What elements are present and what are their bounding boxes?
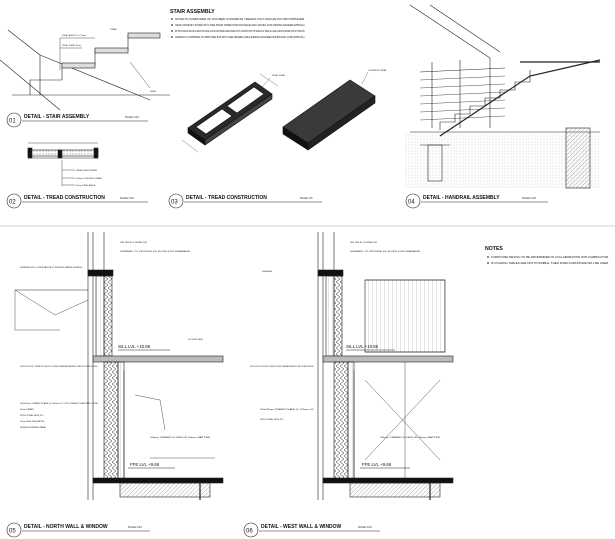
steel-frame-iso bbox=[187, 81, 273, 146]
label-steel-angle: STEEL ANGLE 75 x 75mm bbox=[62, 34, 86, 37]
detail-number: 03 bbox=[171, 200, 178, 206]
detail-scale: SCALE: 1/20 bbox=[522, 197, 536, 200]
stair-assembly-heading: STAIR ASSEMBLY bbox=[170, 9, 215, 15]
label-upe-tied: UPE TIED BY CONTRACTOR bbox=[120, 241, 148, 244]
ffe-level: FFE LVL +9.65 bbox=[130, 462, 160, 467]
detail-03-tread-iso: STEEL PLATE CONCRETE TREAD 03 DETAIL - T… bbox=[168, 69, 387, 209]
label-upe-tied: UPE TIED BY CONTRACTOR bbox=[350, 241, 378, 244]
wall-section-06 bbox=[317, 232, 454, 500]
detail-number: 04 bbox=[408, 200, 415, 206]
label-rigid-insulation: 50mm RIGID INSULATION bbox=[20, 420, 45, 423]
label-timber-plank: 100x25mm TIMBER PLANK @ 150mm OC STILL W… bbox=[20, 402, 99, 405]
label-timber-plank: 100x25mm TIMBER PLANK @ 150mm OC bbox=[260, 408, 315, 411]
label-tread: TREAD bbox=[110, 28, 117, 31]
detail-title: DETAIL - TREAD CONSTRUCTION bbox=[186, 195, 267, 201]
concrete-footing bbox=[565, 127, 591, 189]
label-steel-plate: STEEL PLATE bbox=[272, 74, 286, 77]
label-folding-desk: FOLDING DESK bbox=[188, 339, 204, 341]
sill-level: SILL LVL +10.85 bbox=[118, 344, 151, 349]
stair-assembly-notes: STAIR ASSEMBLY STAIR IS COMPOSED OF POUR… bbox=[170, 9, 305, 39]
detail-05-title-block: 05 DETAIL - NORTH WALL & WINDOW SCALE: 1… bbox=[6, 522, 150, 538]
detail-04-title-block: 04 DETAIL - HANDRAIL ASSEMBLY SCALE: 1/2… bbox=[405, 193, 548, 209]
detail-number: 05 bbox=[9, 529, 16, 535]
label-skimmed: SKIMMED TO PROVIDE 3% SLOPE FOR DRAINAGE bbox=[350, 250, 421, 253]
detail-scale: SCALE: 1/10 bbox=[358, 526, 372, 529]
label-interior-panel: INTERIOR FINISHED PANEL bbox=[20, 426, 47, 429]
label-upe-section: UPE SECTION TBC BY CONTRACTOR. HEIGHT WI… bbox=[250, 365, 314, 368]
detail-title: DETAIL - NORTH WALL & WINDOW bbox=[24, 524, 108, 530]
label-steel-angle: 50mm STEEL ANGLE bbox=[76, 184, 96, 187]
detail-title: DETAIL - STAIR ASSEMBLY bbox=[24, 114, 90, 120]
stair-drawing bbox=[0, 29, 170, 111]
bullet-1: STAIR IS COMPOSED OF POURED CONCRETE TRE… bbox=[175, 17, 305, 21]
notes-heading: NOTES bbox=[485, 246, 503, 252]
label-upe-section: UPE SECTION TBC BY CONTRACTOR. HEIGHT WI… bbox=[20, 365, 98, 368]
label-structural-ply: STRUCTURAL DEDK PLY bbox=[20, 414, 44, 417]
wall-section-05 bbox=[14, 232, 224, 500]
detail-title: DETAIL - HANDRAIL ASSEMBLY bbox=[423, 195, 500, 201]
detail-scale: SCALE: 1/10 bbox=[128, 526, 142, 529]
dimension-lines bbox=[181, 73, 279, 153]
detail-02-tread-construction: VISIBLE SHUTTERING 150mm CONCRETE TREAD … bbox=[6, 142, 148, 209]
detail-06-title-block: 06 DETAIL - WEST WALL & WINDOW SCALE: 1/… bbox=[243, 522, 380, 538]
detail-title: DETAIL - TREAD CONSTRUCTION bbox=[24, 195, 105, 201]
note-2: IF FOLDING TABLES ARE NOT POSSIBLE, THEN… bbox=[491, 261, 609, 265]
note-1: FURNITURE DESIGN TO BE DETERMINED IN COL… bbox=[491, 255, 609, 259]
detail-01-stair-assembly: STEEL ANGLE 75 x 75mm STEEL PLATE 10mm T… bbox=[0, 28, 170, 128]
label-structural-ply: STRUCTURAL DEDK PLY bbox=[260, 418, 284, 421]
label-concrete-tread: CONCRETE TREAD bbox=[368, 69, 387, 72]
label-concrete-tread: 150mm CONCRETE TREAD bbox=[76, 177, 102, 180]
bullet-3: BOTTOM OF BASKET WILL BE CLOSED WITH 100… bbox=[175, 29, 305, 33]
label-riser: RISER bbox=[150, 91, 157, 93]
ffe-level: FFE LVL +9.65 bbox=[362, 462, 392, 467]
detail-number: 06 bbox=[246, 529, 253, 535]
label-steel-plate: STEEL PLATE 10mm bbox=[62, 44, 81, 47]
label-skimmed: SKIMMED TO PROVIDE 3% SLOPE FOR DRAINAGE bbox=[120, 250, 191, 253]
detail-scale: SCALE: 1/5 bbox=[300, 197, 313, 200]
general-notes: NOTES FURNITURE DESIGN TO BE DETERMINED … bbox=[485, 246, 609, 265]
stair-assembly-bullets: STAIR IS COMPOSED OF POURED CONCRETE TRE… bbox=[171, 17, 305, 39]
bullet-2: TREAD CONCRETE IS POURED INTO A STEEL BA… bbox=[175, 23, 305, 27]
detail-03-title-block: 03 DETAIL - TREAD CONSTRUCTION SCALE: 1/… bbox=[168, 193, 322, 209]
detail-title: DETAIL - WEST WALL & WINDOW bbox=[261, 524, 342, 530]
detail-scale: SCALE: 1/10 bbox=[120, 197, 134, 200]
label-timber-batten: 50mm TIMBER & DEDOR 50mm BATTEN bbox=[380, 436, 441, 439]
detail-01-title-block: 01 DETAIL - STAIR ASSEMBLY SCALE: 1/10 bbox=[6, 112, 148, 128]
detail-scale: SCALE: 1/10 bbox=[125, 116, 139, 119]
label-flashing: FLASHING bbox=[262, 270, 272, 273]
label-visible-shuttering: VISIBLE SHUTTERING bbox=[76, 170, 98, 172]
tread-section-drawing bbox=[27, 142, 99, 186]
label-timber-batten: 50mm TIMBER & DEDOR 50mm BATTEN bbox=[150, 436, 211, 439]
detail-05-north-wall: UPE TIED BY CONTRACTOR SKIMMED TO PROVID… bbox=[6, 232, 224, 538]
detail-02-title-block: 02 DETAIL - TREAD CONSTRUCTION SCALE: 1/… bbox=[6, 193, 148, 209]
label-50mm-timber: 50mm TIMBER bbox=[20, 409, 34, 411]
bullet-4: HANDRAIL IS COMPRISED OF 20MM STEEL BAR … bbox=[175, 35, 305, 39]
concrete-tread-iso bbox=[282, 79, 376, 151]
detail-number: 02 bbox=[9, 200, 16, 206]
detail-number: 01 bbox=[9, 119, 16, 125]
detail-06-west-wall: UPE TIED BY CONTRACTOR SKIMMED TO PROVID… bbox=[243, 232, 454, 538]
detail-04-handrail-assembly: 04 DETAIL - HANDRAIL ASSEMBLY SCALE: 1/2… bbox=[405, 4, 601, 209]
sill-level: SILL LVL +10.85 bbox=[346, 344, 379, 349]
label-flashing: FLASHING WILL COVER FASCIA TO PREVENT WA… bbox=[20, 266, 83, 269]
